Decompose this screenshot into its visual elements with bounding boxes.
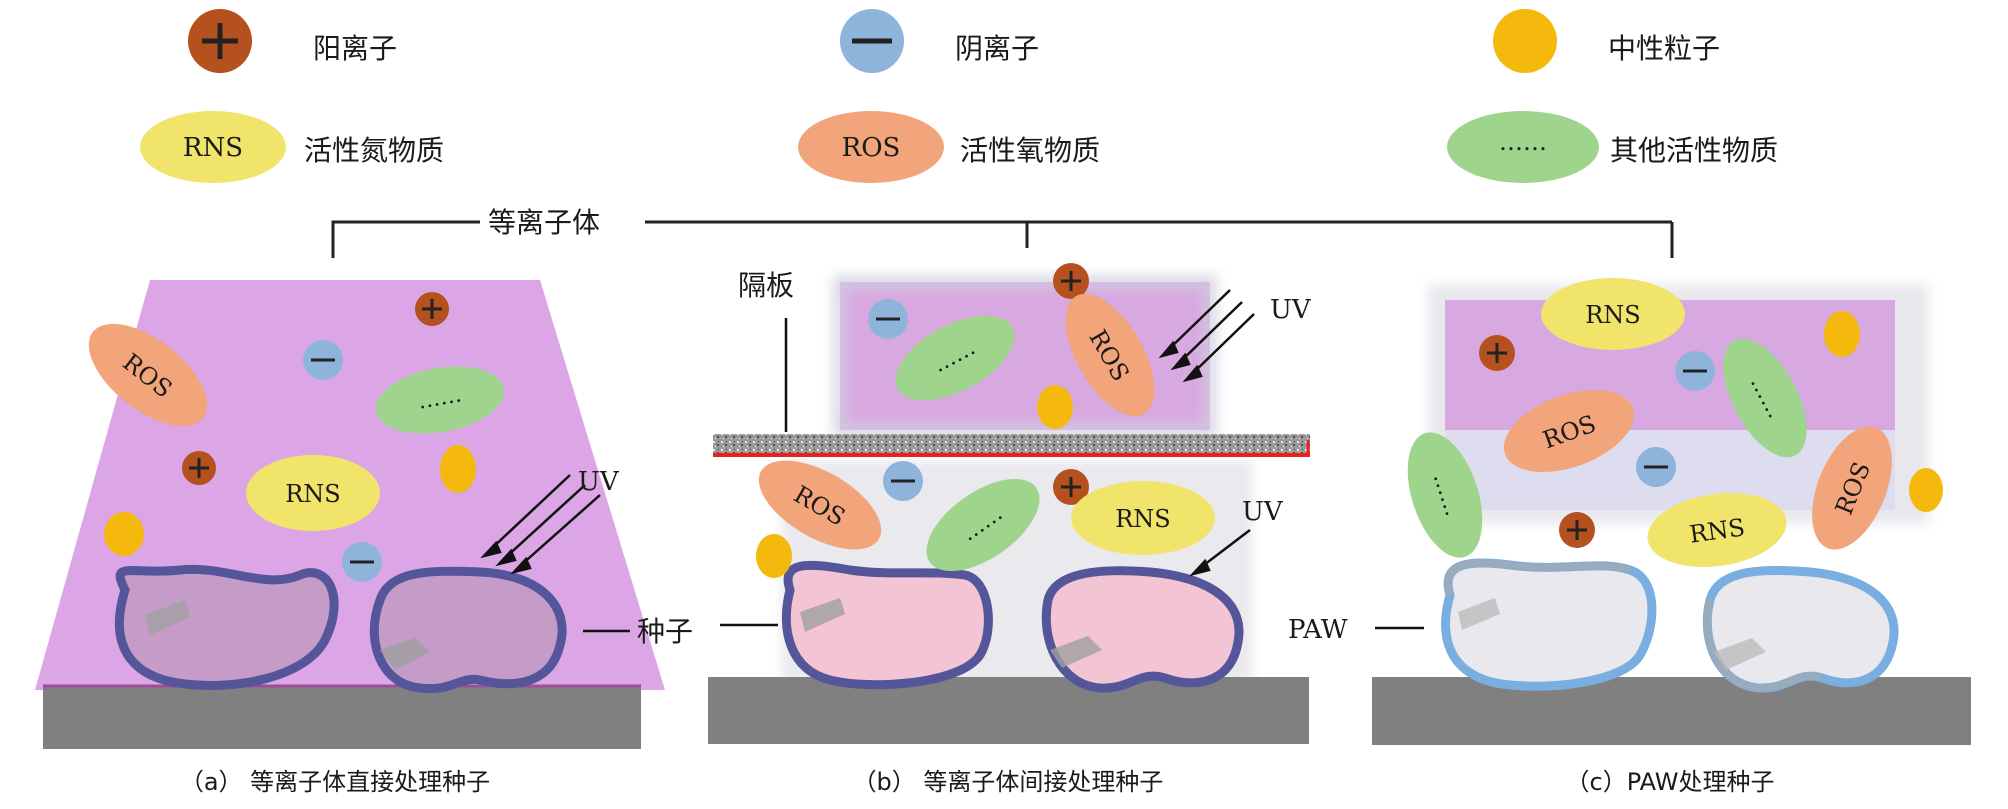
seed-a-left <box>114 564 339 690</box>
neutral-a-1 <box>440 445 476 493</box>
rns-c-2: RNS <box>1647 493 1787 567</box>
uv-arrow-b-bottom <box>1189 529 1251 577</box>
paw-label: PAW <box>1288 615 1348 645</box>
rns-c-1: RNS <box>1541 278 1685 350</box>
seed-c-right <box>1702 565 1899 693</box>
anion-c-2 <box>1636 447 1676 487</box>
anion-b-1 <box>868 299 908 339</box>
other-c-2: …… <box>1407 432 1483 558</box>
cation-c-1 <box>1479 335 1515 371</box>
uv-label-a: UV <box>578 467 620 497</box>
cation-c-2 <box>1559 512 1595 548</box>
anion-a-2 <box>342 542 382 582</box>
caption-a: （a） 等离子体直接处理种子 <box>180 768 490 796</box>
cation-b-1 <box>1053 263 1089 299</box>
ros-b-2: ROS <box>758 460 882 550</box>
svg-text:RNS: RNS <box>1585 301 1641 329</box>
uv-label-b-bottom: UV <box>1242 497 1284 527</box>
ground-b <box>708 677 1309 744</box>
cation-a-2 <box>182 451 216 485</box>
baffle-label: 隔板 <box>738 269 794 302</box>
caption-c: （c）PAW处理种子 <box>1566 768 1775 796</box>
panel-c: RNS …… ROS …… ROS <box>1288 278 1971 745</box>
rns-b-1: RNS <box>1071 481 1215 555</box>
plasma-bracket <box>331 220 1674 258</box>
svg-text:RNS: RNS <box>183 133 243 163</box>
seed-b-right <box>1041 566 1244 693</box>
ros-b-1: ROS <box>1065 293 1155 417</box>
uv-label-b-top: UV <box>1270 295 1312 325</box>
legend-neutral-label: 中性粒子 <box>1608 32 1720 65</box>
uv-arrows-a <box>480 474 601 575</box>
legend-other-label: 其他活性物质 <box>1610 134 1778 167</box>
neutral-c-1 <box>1824 311 1860 357</box>
legend-rns-icon: RNS <box>140 111 286 183</box>
other-b-2: …… <box>926 478 1040 572</box>
svg-text:……: …… <box>1499 128 1547 156</box>
legend-ros-label: 活性氧物质 <box>960 134 1100 167</box>
uv-arrows-b-top <box>1158 289 1255 383</box>
neutral-b-2 <box>756 534 792 578</box>
baffle <box>713 434 1310 457</box>
legend-rns-label: 活性氮物质 <box>304 134 444 167</box>
svg-text:RNS: RNS <box>285 480 341 508</box>
ground-a <box>43 685 641 749</box>
legend-cation-icon <box>188 9 252 73</box>
legend-other-icon: …… <box>1447 111 1599 183</box>
legend-anion-label: 阴离子 <box>955 32 1039 65</box>
ros-c-2: ROS <box>1812 426 1892 550</box>
cation-a-1 <box>415 292 449 326</box>
anion-c-1 <box>1675 351 1715 391</box>
seed-c-left <box>1441 558 1657 691</box>
seed-label: 种子 <box>637 615 693 648</box>
legend-cation-label: 阳离子 <box>313 32 397 65</box>
ground-c <box>1372 677 1971 745</box>
caption-b: （b） 等离子体间接处理种子 <box>853 768 1164 796</box>
svg-text:RNS: RNS <box>1115 505 1171 533</box>
ros-c-1: ROS <box>1503 389 1635 473</box>
ros-a: ROS <box>88 323 208 427</box>
legend-ros-icon: ROS <box>798 111 944 183</box>
neutral-a-2 <box>104 512 144 556</box>
plasma-label: 等离子体 <box>488 206 600 239</box>
other-a: …… <box>375 366 505 434</box>
legend: 阳离子 阴离子 中性粒子 RNS 活性氮物质 ROS 活性氧物质 …… 其他活性… <box>140 9 1778 183</box>
other-b-1: …… <box>895 315 1015 401</box>
cation-b-2 <box>1053 469 1089 505</box>
svg-text:ROS: ROS <box>842 133 901 163</box>
other-c-1: …… <box>1723 338 1807 458</box>
neutral-b-1 <box>1037 385 1073 429</box>
neutral-c-2 <box>1909 468 1943 512</box>
seed-b-left <box>781 560 993 690</box>
anion-a-1 <box>303 340 343 380</box>
panel-b: 隔板 …… ROS <box>708 263 1312 744</box>
seed-a-right <box>369 566 567 694</box>
rns-a: RNS <box>246 455 380 531</box>
legend-neutral-icon <box>1493 9 1557 73</box>
anion-b-2 <box>883 461 923 501</box>
legend-anion-icon <box>840 9 904 73</box>
panel-a: ROS …… RNS <box>35 280 693 749</box>
